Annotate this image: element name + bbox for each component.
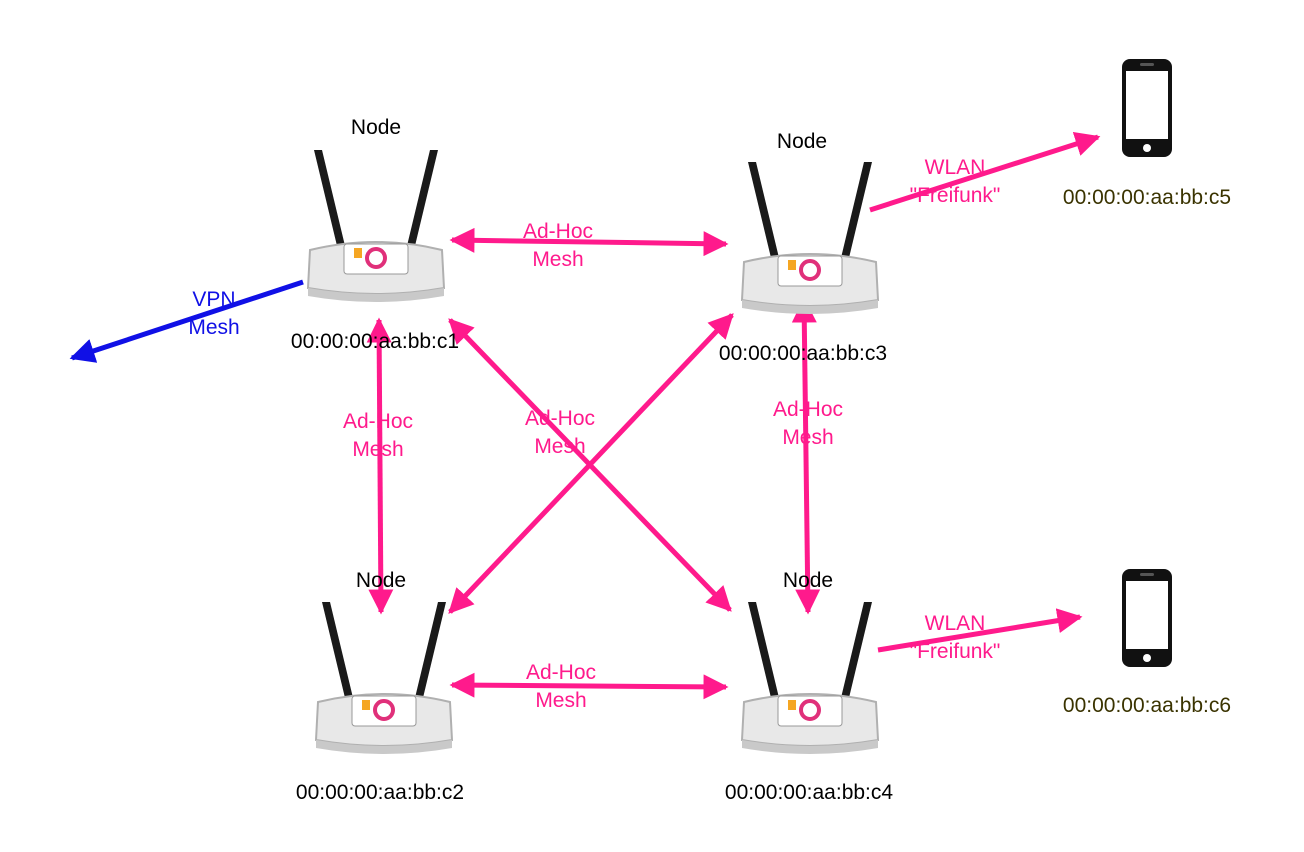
adhoc-link-c1-c2 xyxy=(366,317,394,615)
router-icon xyxy=(314,602,454,754)
adhoc-link-c3-c4 xyxy=(791,297,821,615)
smartphone-icon xyxy=(1122,59,1172,157)
wlan-link-c3-c5 xyxy=(869,131,1101,213)
router-icon xyxy=(740,162,880,314)
node-title: Node xyxy=(350,116,402,139)
wlan-link-c4-c6 xyxy=(877,608,1083,653)
adhoc-link-c1-c3 xyxy=(449,227,729,257)
smartphone-icon xyxy=(1122,569,1172,667)
node-title: Node xyxy=(776,130,828,153)
node-mac-label: 00:00:00:aa:bb:c4 xyxy=(724,781,894,804)
router-icon xyxy=(740,602,880,754)
node-mac-label: 00:00:00:aa:bb:c1 xyxy=(290,330,460,353)
node-mac-label: 00:00:00:aa:bb:c2 xyxy=(295,781,465,804)
wlan-freifunk-label: WLAN"Freifunk" xyxy=(909,156,1001,207)
vpn-link xyxy=(69,279,304,363)
adhoc-link-c2-c3 xyxy=(448,313,734,614)
wlan-freifunk-label: WLAN"Freifunk" xyxy=(909,612,1001,663)
node-mac-label: 00:00:00:aa:bb:c3 xyxy=(718,342,888,365)
adhoc-link-c2-c4 xyxy=(449,672,729,700)
device-mac-label: 00:00:00:aa:bb:c5 xyxy=(1062,186,1232,209)
node-title: Node xyxy=(782,569,834,592)
device-mac-label: 00:00:00:aa:bb:c6 xyxy=(1062,694,1232,717)
router-icon xyxy=(306,150,446,302)
node-title: Node xyxy=(355,569,407,592)
